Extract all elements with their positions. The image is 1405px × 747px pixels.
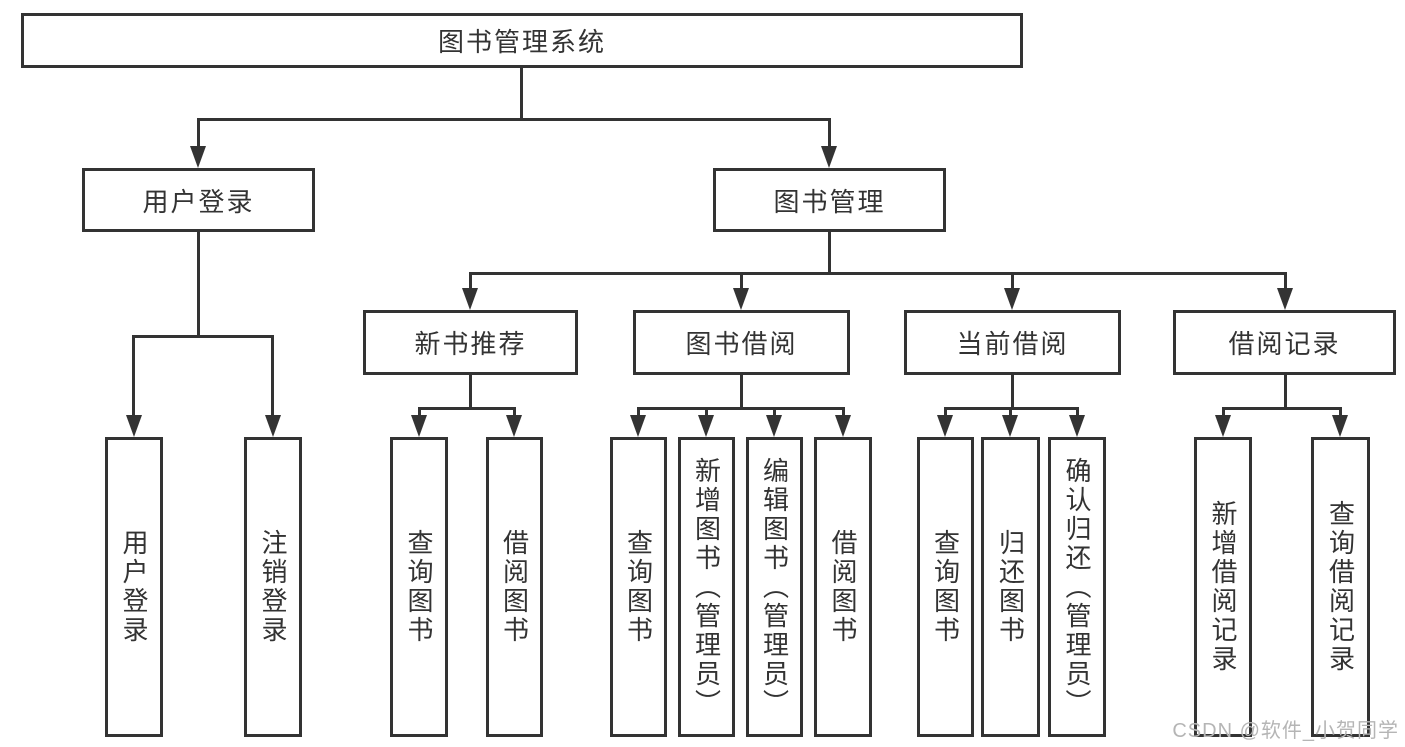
node-book-management: 图书管理	[713, 168, 946, 232]
node-root-label: 图书管理系统	[437, 27, 606, 57]
arrowhead-icon	[411, 415, 427, 437]
node-book-borrow-label: 图书借阅	[685, 329, 798, 359]
csdn-watermark: CSDN @软件_小贺同学	[1172, 720, 1399, 742]
leaf-logout: 注销登录	[244, 437, 302, 737]
connector-line	[418, 407, 421, 417]
arrowhead-icon	[126, 415, 142, 437]
node-borrow-records: 借阅记录	[1173, 310, 1396, 375]
connector-line	[271, 335, 274, 417]
connector-line	[637, 407, 845, 410]
arrowhead-icon	[190, 146, 206, 168]
leaf-user-login: 用户登录	[105, 437, 163, 737]
node-root: 图书管理系统	[21, 13, 1023, 68]
node-new-book-recommend-label: 新书推荐	[414, 329, 527, 359]
leaf-logout-label: 注销登录	[258, 529, 288, 645]
connector-line	[469, 375, 472, 409]
node-book-borrow: 图书借阅	[633, 310, 850, 375]
leaf-user-login-label: 用户登录	[119, 529, 149, 645]
leaf-current-return-book-label: 归还图书	[995, 529, 1026, 645]
connector-line	[1222, 407, 1225, 417]
node-user-login: 用户登录	[82, 168, 315, 232]
connector-line	[1222, 407, 1342, 410]
leaf-current-return-book: 归还图书	[981, 437, 1040, 737]
leaf-borrow-edit-book-admin-label: 编辑图书（管理员）	[759, 456, 790, 718]
connector-line	[828, 118, 831, 148]
connector-line	[418, 407, 516, 410]
node-book-management-label: 图书管理	[773, 186, 886, 217]
arrowhead-icon	[265, 415, 281, 437]
leaf-borrow-query-book-label: 查询图书	[623, 529, 654, 645]
arrowhead-icon	[1069, 415, 1085, 437]
arrowhead-icon	[1215, 415, 1231, 437]
leaf-current-confirm-return-admin-label: 确认归还（管理员）	[1062, 456, 1092, 718]
connector-line	[637, 407, 640, 417]
leaf-current-query-book-label: 查询图书	[930, 529, 961, 645]
connector-line	[1011, 375, 1014, 409]
leaf-current-query-book: 查询图书	[917, 437, 974, 737]
connector-line	[828, 232, 831, 274]
node-borrow-records-label: 借阅记录	[1228, 329, 1341, 359]
connector-line	[197, 118, 831, 121]
arrowhead-icon	[821, 146, 837, 168]
leaf-records-query-record: 查询借阅记录	[1311, 437, 1370, 737]
node-user-login-label: 用户登录	[142, 186, 255, 217]
node-current-borrow: 当前借阅	[904, 310, 1121, 375]
arrowhead-icon	[506, 415, 522, 437]
arrowhead-icon	[698, 415, 714, 437]
arrowhead-icon	[835, 415, 851, 437]
leaf-borrow-add-book-admin-label: 新增图书（管理员）	[691, 456, 722, 718]
connector-line	[705, 407, 708, 417]
connector-line	[1076, 407, 1079, 417]
leaf-borrow-add-book-admin: 新增图书（管理员）	[678, 437, 735, 737]
connector-line	[1339, 407, 1342, 417]
connector-line	[1011, 272, 1014, 290]
leaf-borrow-borrow-book-label: 借阅图书	[828, 529, 858, 645]
arrowhead-icon	[1004, 288, 1020, 310]
leaf-borrow-query-book: 查询图书	[610, 437, 667, 737]
connector-line	[842, 407, 845, 417]
arrowhead-icon	[937, 415, 953, 437]
arrowhead-icon	[1332, 415, 1348, 437]
connector-line	[469, 272, 472, 290]
connector-line	[513, 407, 516, 417]
leaf-borrow-edit-book-admin: 编辑图书（管理员）	[746, 437, 803, 737]
arrowhead-icon	[1002, 415, 1018, 437]
arrowhead-icon	[733, 288, 749, 310]
connector-line	[1284, 375, 1287, 409]
connector-line	[1284, 272, 1287, 290]
leaf-records-query-record-label: 查询借阅记录	[1325, 500, 1356, 674]
connector-line	[740, 272, 743, 290]
leaf-current-confirm-return-admin: 确认归还（管理员）	[1048, 437, 1106, 737]
connector-line	[520, 68, 523, 120]
arrowhead-icon	[630, 415, 646, 437]
leaf-recommend-query-book-label: 查询图书	[404, 529, 434, 645]
node-new-book-recommend: 新书推荐	[363, 310, 578, 375]
leaf-records-add-record: 新增借阅记录	[1194, 437, 1252, 737]
arrowhead-icon	[766, 415, 782, 437]
connector-line	[469, 272, 1287, 275]
connector-line	[944, 407, 947, 417]
leaf-recommend-borrow-book: 借阅图书	[486, 437, 543, 737]
connector-line	[132, 335, 274, 338]
connector-line	[132, 335, 135, 417]
leaf-records-add-record-label: 新增借阅记录	[1208, 500, 1238, 674]
node-current-borrow-label: 当前借阅	[956, 329, 1069, 359]
connector-line	[197, 118, 200, 148]
leaf-recommend-query-book: 查询图书	[390, 437, 448, 737]
arrowhead-icon	[462, 288, 478, 310]
connector-line	[1009, 407, 1012, 417]
connector-line	[740, 375, 743, 409]
connector-line	[197, 232, 200, 338]
connector-line	[773, 407, 776, 417]
leaf-borrow-borrow-book: 借阅图书	[814, 437, 872, 737]
leaf-recommend-borrow-book-label: 借阅图书	[499, 529, 530, 645]
arrowhead-icon	[1277, 288, 1293, 310]
